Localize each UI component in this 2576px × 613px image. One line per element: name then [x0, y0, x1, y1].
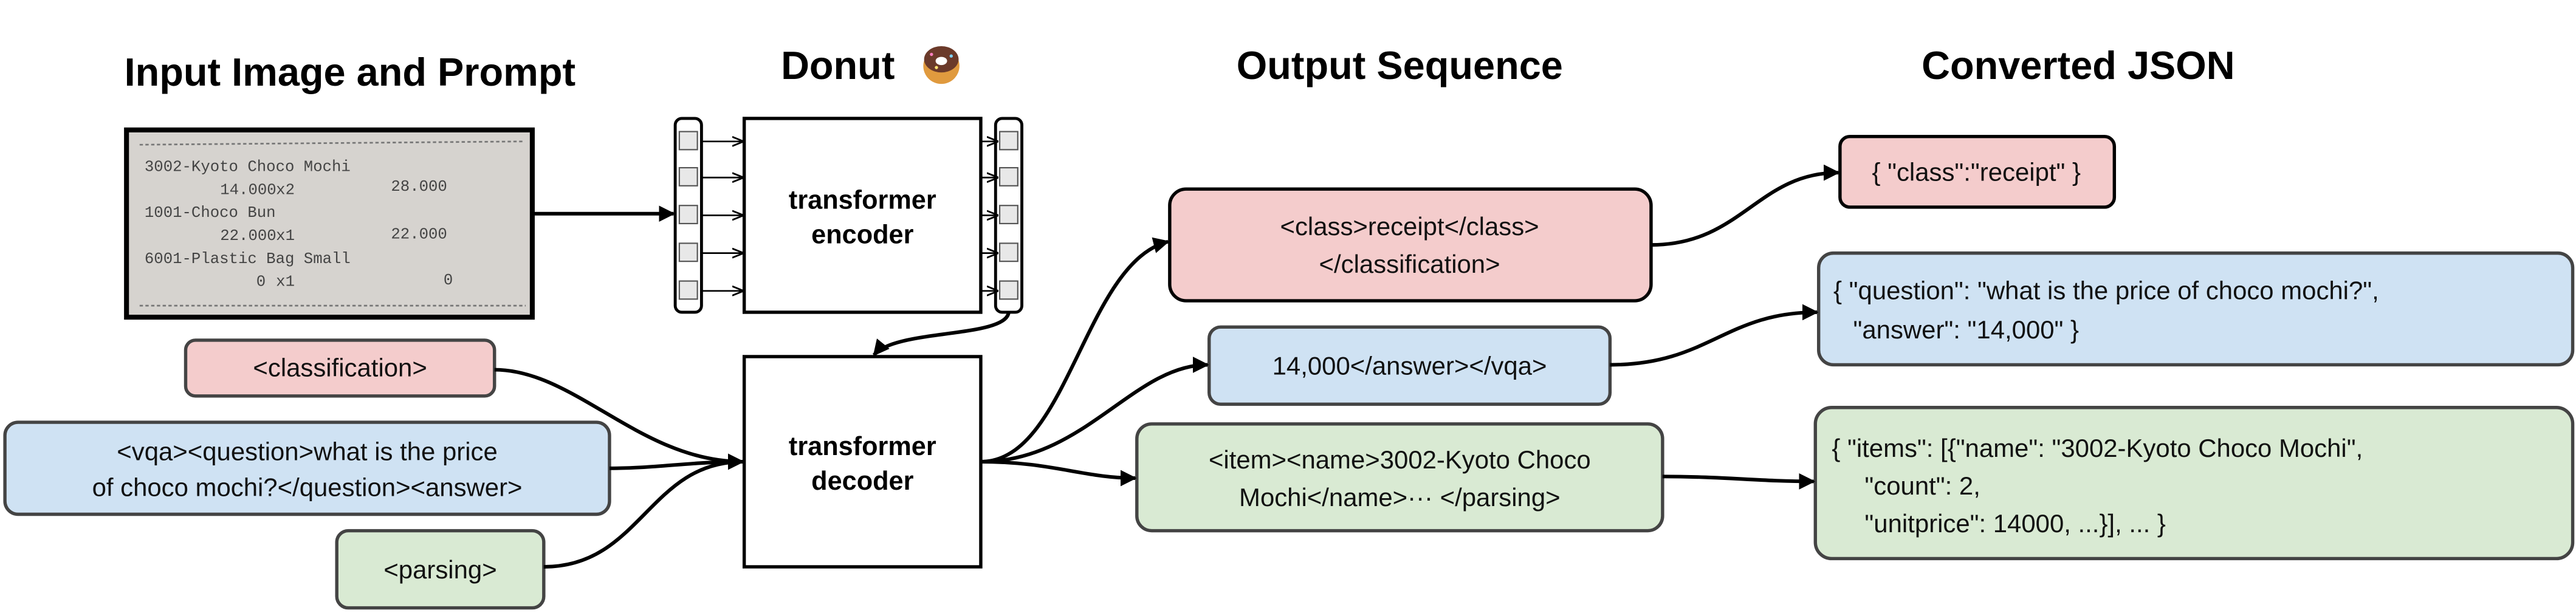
- title-output: Output Sequence: [1237, 43, 1563, 87]
- svg-text:22.000: 22.000: [391, 225, 447, 243]
- svg-text:Mochi</name>··· </parsing>: Mochi</name>··· </parsing>: [1239, 483, 1561, 512]
- svg-text:<vqa><question>what is the pri: <vqa><question>what is the price: [117, 437, 497, 465]
- json-classification: { "class":"receipt" }: [1838, 134, 2117, 209]
- json-vqa: { "question": "what is the price of choc…: [1817, 251, 2575, 367]
- donut-emoji-icon: [923, 46, 960, 84]
- svg-text:<classification>: <classification>: [253, 353, 427, 382]
- edge-decoder-to-vqa: [980, 357, 1209, 464]
- svg-text:of choco mochi?</question><ans: of choco mochi?</question><answer>: [92, 473, 523, 502]
- svg-text:<class>receipt</class>: <class>receipt</class>: [1280, 212, 1539, 241]
- svg-text:28.000: 28.000: [391, 178, 447, 196]
- json-parsing: { "items": [{"name": "3002-Kyoto Choco M…: [1813, 406, 2575, 561]
- svg-text:"answer": "14,000" }: "answer": "14,000" }: [1853, 315, 2079, 344]
- svg-text:3002-Kyoto Choco Mochi: 3002-Kyoto Choco Mochi: [145, 158, 351, 176]
- svg-text:decoder: decoder: [811, 467, 913, 496]
- svg-text:x1: x1: [276, 273, 295, 291]
- receipt-image: 3002-Kyoto Choco Mochi 14.000 x2 28.000 …: [124, 127, 535, 320]
- svg-text:0: 0: [444, 272, 453, 289]
- input-token-column: [673, 117, 703, 314]
- output-classification: <class>receipt</class> </classification>: [1168, 187, 1653, 303]
- svg-text:{ "items": [{"name": "3002-Kyo: { "items": [{"name": "3002-Kyoto Choco M…: [1832, 434, 2363, 462]
- svg-text:<parsing>: <parsing>: [383, 555, 496, 584]
- svg-text:"count": 2,: "count": 2,: [1864, 471, 1980, 500]
- svg-text:transformer: transformer: [789, 186, 936, 215]
- edge-class-to-json: [1650, 164, 1840, 247]
- edge-classification-to-decoder: [494, 368, 744, 470]
- svg-text:14.000: 14.000: [220, 181, 276, 199]
- edge-vqa-to-json: [1610, 304, 1819, 367]
- prompt-parsing: <parsing>: [335, 529, 546, 610]
- edge-parsing-to-decoder: [543, 453, 744, 569]
- title-json: Converted JSON: [1922, 43, 2235, 87]
- svg-text:{ "question": "what is the pri: { "question": "what is the price of choc…: [1833, 276, 2379, 304]
- token-arrows: [701, 142, 997, 291]
- svg-text:x1: x1: [276, 227, 295, 245]
- title-input: Input Image and Prompt: [125, 50, 575, 94]
- svg-text:<item><name>3002-Kyoto Choco: <item><name>3002-Kyoto Choco: [1209, 445, 1591, 474]
- svg-text:1001-Choco Bun: 1001-Choco Bun: [145, 204, 276, 222]
- svg-text:transformer: transformer: [789, 432, 936, 461]
- svg-text:0: 0: [256, 273, 266, 291]
- edge-decoder-to-class: [980, 237, 1170, 464]
- edge-parse-to-json: [1662, 473, 1816, 490]
- svg-text:{ "class":"receipt" }: { "class":"receipt" }: [1872, 158, 2081, 187]
- edge-decoder-to-parse: [980, 460, 1137, 487]
- edge-encoder-to-decoder: [872, 312, 1011, 357]
- svg-text:</classification>: </classification>: [1319, 250, 1500, 278]
- svg-text:6001-Plastic Bag Small: 6001-Plastic Bag Small: [145, 250, 351, 268]
- output-vqa: 14,000</answer></vqa>: [1207, 325, 1612, 406]
- svg-text:22.000: 22.000: [220, 227, 276, 245]
- output-parsing: <item><name>3002-Kyoto Choco Mochi</name…: [1135, 422, 1664, 533]
- svg-text:x2: x2: [276, 181, 295, 199]
- title-donut: Donut: [781, 43, 895, 87]
- prompt-vqa: <vqa><question>what is the price of choc…: [3, 420, 611, 516]
- transformer-decoder: transformer decoder: [742, 355, 983, 569]
- prompt-classification: <classification>: [184, 338, 496, 398]
- svg-text:"unitprice": 14000, ...}], ...: "unitprice": 14000, ...}], ... }: [1864, 509, 2166, 538]
- output-token-column: [994, 117, 1023, 314]
- svg-text:encoder: encoder: [811, 220, 913, 249]
- svg-text:14,000</answer></vqa>: 14,000</answer></vqa>: [1273, 352, 1547, 380]
- transformer-encoder: transformer encoder: [742, 117, 983, 314]
